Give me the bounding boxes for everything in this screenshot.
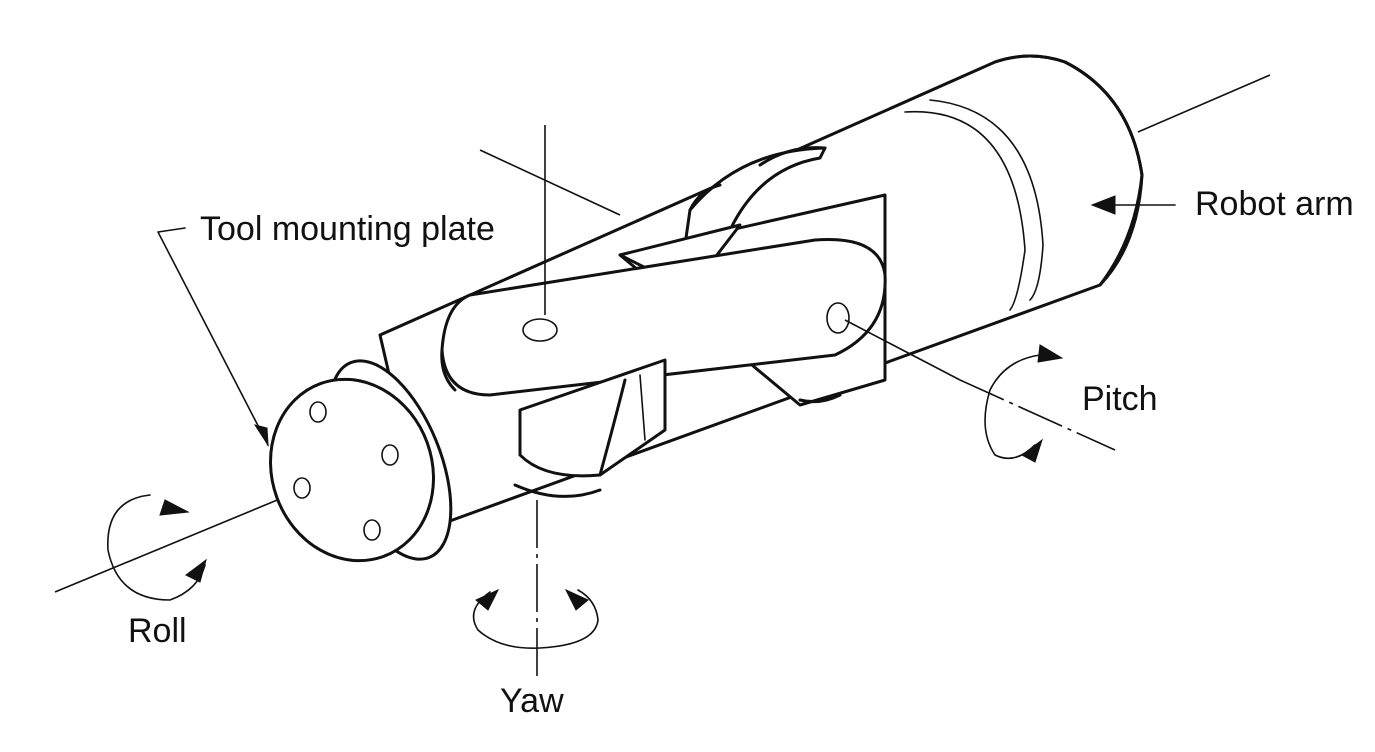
mounting-hole — [293, 477, 311, 499]
yaw-axis — [479, 125, 621, 680]
arrow-icon — [564, 588, 589, 611]
yaw-label: Yaw — [500, 682, 564, 720]
robot-arm-label: Robot arm — [1195, 185, 1354, 223]
arrow-icon — [1037, 344, 1064, 363]
yaw-base — [513, 393, 842, 498]
front-link-plate — [440, 237, 887, 397]
arrow-icon — [475, 588, 500, 611]
arrow-icon — [185, 558, 207, 583]
arrow-icon — [253, 424, 269, 447]
roll-rotation-arrow — [107, 494, 207, 601]
tool-mounting-plate-label: Tool mounting plate — [200, 210, 495, 248]
mounting-hole — [381, 444, 399, 466]
pitch-pivot-hole — [826, 302, 850, 334]
leader-lines — [157, 195, 1176, 447]
lower-slot-plate — [518, 358, 667, 478]
pitch-rotation-arrow — [984, 344, 1064, 463]
mounting-hole — [309, 401, 327, 423]
roll-label: Roll — [128, 612, 187, 650]
pitch-axis — [844, 319, 1116, 451]
pitch-label: Pitch — [1082, 380, 1158, 418]
yaw-pivot-hole — [522, 318, 558, 342]
arrow-icon — [1021, 438, 1043, 463]
arrow-icon — [159, 499, 190, 516]
arrow-icon — [1090, 195, 1116, 215]
yaw-rotation-arrow — [472, 588, 599, 649]
pivot-holes — [522, 302, 850, 342]
mounting-hole — [363, 519, 381, 541]
tool-mounting-plate — [269, 359, 453, 563]
